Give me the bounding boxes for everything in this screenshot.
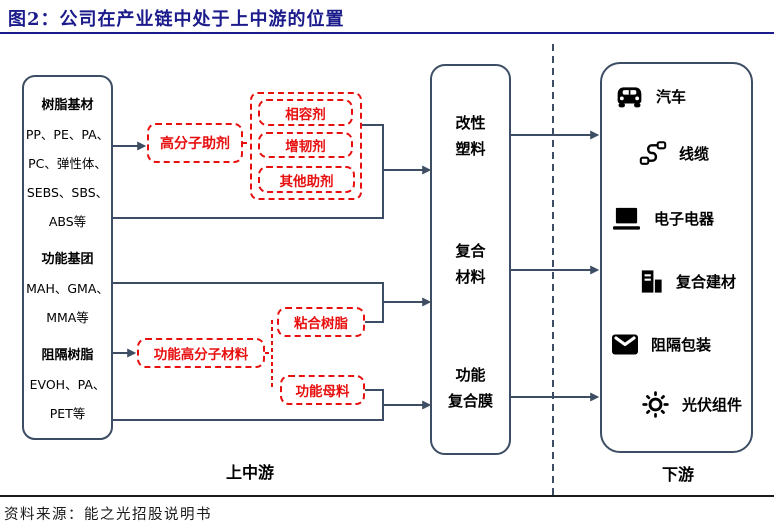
downstream-item-packaging: 阻隔包装 (610, 331, 711, 358)
group-title-resin-base: 树脂基材 (41, 98, 94, 113)
laptop-icon (613, 207, 640, 230)
product-functional-film: 功能 复合膜 (447, 366, 493, 410)
midstream-products-box: 改性 塑料 复合 材料 功能 复合膜 (430, 64, 511, 455)
node-polymer-additive: 高分子助剂 (147, 123, 243, 163)
upstream-materials-box: 树脂基材 PP、PE、PA、 PC、弹性体、 SEBS、SBS、 ABS等 功能… (22, 75, 113, 440)
group-title-barrier-resin: 阻隔树脂 (41, 348, 94, 363)
downstream-section-label: 下游 (661, 465, 694, 484)
material-line: SEBS、SBS、 (26, 185, 109, 200)
figure-title: 图2：公司在产业链中处于上中游的位置 (8, 9, 345, 30)
cable-icon (639, 141, 667, 165)
downstream-item-auto: 汽车 (614, 83, 686, 109)
footer-rule (0, 495, 774, 497)
line-merge-modified-plastics (112, 124, 384, 219)
material-line: EVOH、PA、 (29, 377, 106, 392)
car-icon (617, 87, 642, 108)
downstream-item-cable: 线缆 (638, 138, 709, 168)
node-toughener: 增韧剂 (258, 132, 353, 158)
node-functional-polymer: 功能高分子材料 (137, 338, 265, 368)
node-functional-masterbatch: 功能母料 (280, 375, 365, 405)
upstream-section-label: 上中游 (225, 463, 274, 482)
product-composite-materials: 复合 材料 (455, 242, 486, 286)
source-note: 资料来源：能之光招股说明书 (4, 507, 212, 523)
material-line: MAH、GMA、 (26, 281, 109, 296)
node-other-additives: 其他助剂 (258, 166, 355, 193)
downstream-applications-box: 汽车 线缆 电子电器 复合建材 (600, 62, 753, 453)
material-line: MMA等 (46, 310, 89, 325)
material-line: ABS等 (48, 214, 87, 229)
material-line: PC、弹性体、 (28, 156, 107, 171)
building-icon (641, 270, 662, 293)
downstream-item-electronics: 电子电器 (610, 205, 714, 232)
material-line: PP、PE、PA、 (25, 127, 110, 142)
sun-icon (642, 391, 669, 418)
material-line: PET等 (49, 406, 86, 421)
downstream-item-building: 复合建材 (638, 268, 736, 295)
title-underline (0, 32, 774, 34)
downstream-item-photovoltaic: 光伏组件 (640, 389, 742, 420)
package-icon (612, 334, 638, 355)
additive-types-group (250, 92, 362, 200)
node-adhesive-resin: 粘合树脂 (277, 307, 365, 337)
product-modified-plastics: 改性 塑料 (455, 114, 486, 158)
node-compatibilizer: 相容剂 (258, 99, 353, 126)
group-title-functional-groups: 功能基团 (41, 252, 94, 267)
